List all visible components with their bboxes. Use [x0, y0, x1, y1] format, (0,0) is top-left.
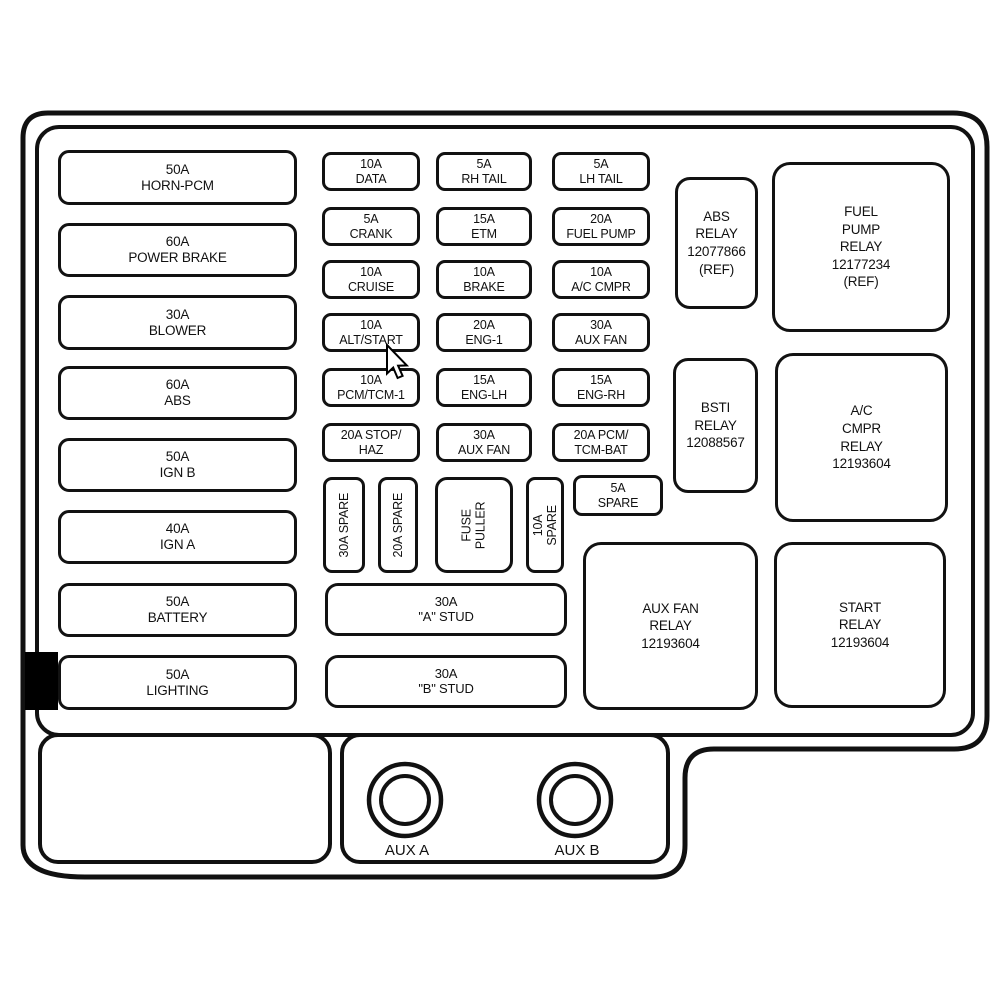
fuse-eng-rh: 15A ENG-RH [552, 368, 650, 407]
fuse-pcm-tcm-bat: 20A PCM/ TCM-BAT [552, 423, 650, 462]
fuse-spare-30a: 30A SPARE [323, 477, 365, 573]
fuse-data: 10A DATA [322, 152, 420, 191]
fuse-puller: FUSE PULLER [435, 477, 513, 573]
fuse-stop-haz: 20A STOP/ HAZ [322, 423, 420, 462]
fuse-crank: 5A CRANK [322, 207, 420, 246]
fuse-rh-tail: 5A RH TAIL [436, 152, 532, 191]
relay-bsti: BSTI RELAY 12088567 [673, 358, 758, 493]
fuse-eng-lh: 15A ENG-LH [436, 368, 532, 407]
fuse-spare-10a-label: 10A SPARE [530, 504, 560, 546]
fuse-pcm-tcm-1: 10A PCM/TCM-1 [322, 368, 420, 407]
fuse-puller-label: FUSE PULLER [459, 501, 488, 549]
keying-notch [25, 652, 58, 710]
fuse-battery: 50A BATTERY [58, 583, 297, 637]
stud-a: 30A "A" STUD [325, 583, 567, 636]
blank-tray-outline [38, 733, 332, 864]
fuse-fuel-pump: 20A FUEL PUMP [552, 207, 650, 246]
relay-ac-cmpr: A/C CMPR RELAY 12193604 [775, 353, 948, 522]
aux-b-label: AUX B [554, 842, 600, 859]
fuse-alt-start: 10A ALT/START [322, 313, 420, 352]
relay-fuel-pump: FUEL PUMP RELAY 12177234 (REF) [772, 162, 950, 332]
fuse-eng-1: 20A ENG-1 [436, 313, 532, 352]
fuse-abs: 60A ABS [58, 366, 297, 420]
aux-a-terminal-inner-ring [379, 774, 431, 826]
fuse-ign-a: 40A IGN A [58, 510, 297, 564]
aux-b-terminal-inner-ring [549, 774, 601, 826]
aux-b-terminal-outer-ring [536, 761, 614, 839]
fuse-etm: 15A ETM [436, 207, 532, 246]
fuse-spare-5a: 5A SPARE [573, 475, 663, 516]
aux-a-label: AUX A [384, 842, 430, 859]
fuse-power-brake: 60A POWER BRAKE [58, 223, 297, 277]
fuse-brake: 10A BRAKE [436, 260, 532, 299]
aux-a-terminal-outer-ring [366, 761, 444, 839]
relay-abs: ABS RELAY 12077866 (REF) [675, 177, 758, 309]
fuse-horn-pcm: 50A HORN-PCM [58, 150, 297, 205]
fuse-lh-tail: 5A LH TAIL [552, 152, 650, 191]
relay-start: START RELAY 12193604 [774, 542, 946, 708]
stud-b: 30A "B" STUD [325, 655, 567, 708]
fuse-spare-30a-label: 30A SPARE [336, 492, 351, 558]
fuse-ac-cmpr: 10A A/C CMPR [552, 260, 650, 299]
fuse-spare-20a: 20A SPARE [378, 477, 418, 573]
fuse-spare-10a: 10A SPARE [526, 477, 564, 573]
fuse-lighting: 50A LIGHTING [58, 655, 297, 710]
fuse-aux-fan-30-c: 30A AUX FAN [552, 313, 650, 352]
fuse-spare-20a-label: 20A SPARE [390, 492, 405, 558]
fuse-blower: 30A BLOWER [58, 295, 297, 350]
fuse-ign-b: 50A IGN B [58, 438, 297, 492]
fuse-cruise: 10A CRUISE [322, 260, 420, 299]
relay-aux-fan: AUX FAN RELAY 12193604 [583, 542, 758, 710]
fuse-aux-fan-30: 30A AUX FAN [436, 423, 532, 462]
